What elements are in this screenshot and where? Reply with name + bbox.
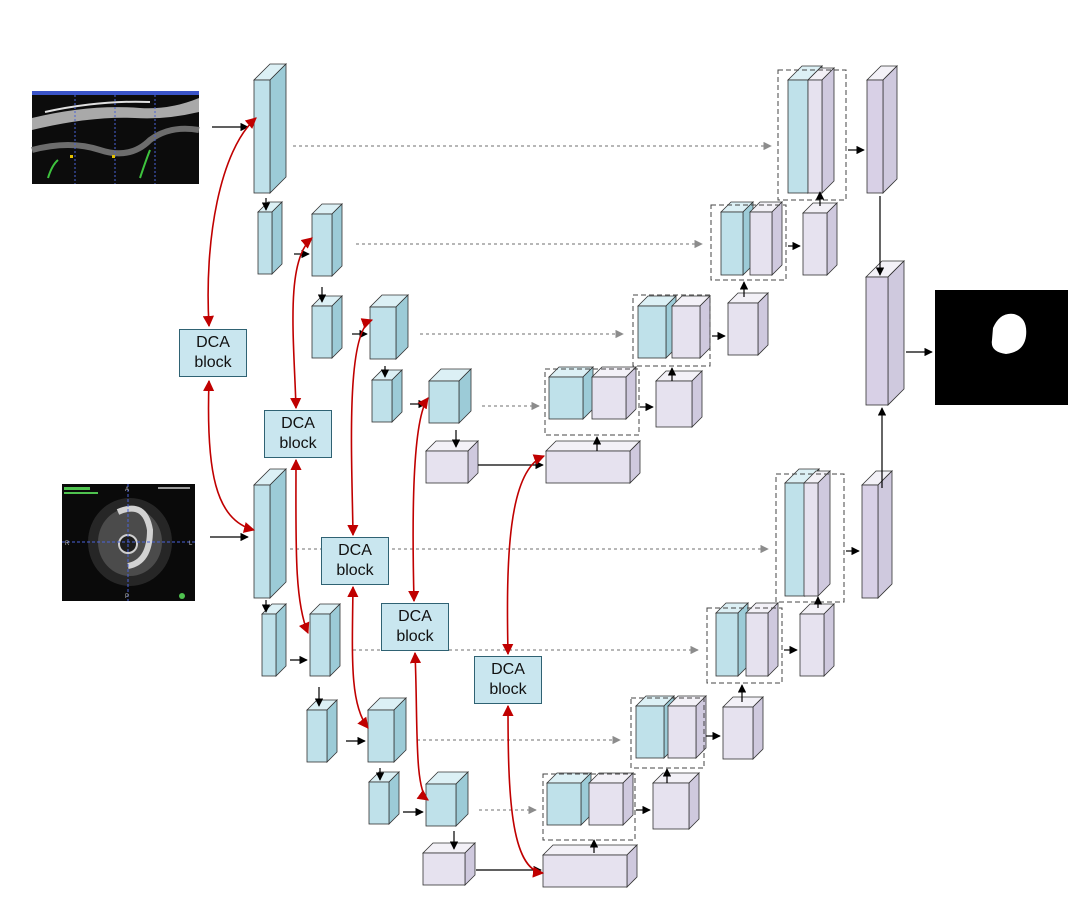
feature-block-dec2-l4-skip — [546, 772, 592, 826]
feature-block-dec1-l2-skip — [720, 201, 754, 276]
feature-block-enc2-l3a — [306, 699, 338, 763]
arrow-dca3-top — [347, 318, 374, 537]
feature-block-dec1-l2-up — [749, 201, 783, 276]
dca-block-1: DCA block — [179, 329, 247, 377]
feature-block-enc1-l4b — [428, 368, 472, 424]
feature-block-dec1-l4-up — [591, 366, 637, 420]
feature-block-enc2-l4a — [368, 771, 400, 825]
dca-block-5: DCA block — [474, 656, 542, 704]
dca-block-5-line2: block — [489, 681, 527, 698]
concat-box-dec1-l2 — [710, 204, 787, 281]
feature-block-enc1-l2b — [311, 203, 343, 277]
dca-block-3-line1: DCA — [338, 542, 372, 559]
arrow-dca1-bottom — [203, 379, 256, 533]
dca-block-3-line2: block — [336, 562, 374, 579]
feature-block-enc1-bott — [425, 440, 479, 484]
feature-block-dec1-l3-skip — [637, 295, 677, 359]
concat-box-dec2-l1 — [775, 473, 845, 603]
dca-block-4-line1: DCA — [398, 608, 432, 625]
arrow-dca3-bottom — [347, 585, 369, 729]
feature-block-fused-out — [865, 260, 905, 406]
feature-block-dec1-l1-up — [807, 67, 835, 194]
feature-block-dec2-l4-up — [588, 772, 634, 826]
arrow-dca2-top — [290, 237, 313, 410]
dca-block-3: DCA block — [321, 537, 389, 585]
oct-label-bottom: P — [125, 594, 129, 600]
feature-block-enc2-l2b — [309, 603, 341, 677]
arrow-dca2-bottom — [290, 458, 310, 635]
feature-block-dec1-bott-up — [545, 440, 641, 484]
feature-block-enc2-l4b — [425, 771, 469, 827]
arrow-dca1-top — [202, 117, 257, 328]
concat-box-dec2-l3 — [630, 697, 705, 769]
feature-block-dec1-l4-out — [655, 370, 703, 428]
arrow-dca5-top — [502, 454, 546, 656]
feature-block-enc2-bott — [422, 842, 476, 886]
feature-block-dec2-l4-out — [652, 772, 700, 830]
concat-box-dec1-l3 — [632, 294, 711, 367]
dca-block-2-line1: DCA — [281, 415, 315, 432]
feature-block-enc1-l3a — [311, 295, 343, 359]
segmentation-mask — [935, 290, 1068, 405]
arrow-dca4-top — [408, 397, 429, 603]
dca-block-2-line2: block — [279, 435, 317, 452]
feature-block-dec2-l3-out — [722, 696, 764, 760]
feature-block-dec2-l2-out — [799, 603, 835, 677]
feature-block-dec2-l2-up — [745, 602, 779, 677]
feature-block-dec2-l3-up — [667, 695, 707, 759]
feature-block-dec2-l2-skip — [715, 602, 749, 677]
feature-block-dec1-l3-up — [671, 295, 711, 359]
feature-block-enc1-l1 — [253, 63, 287, 194]
arrow-dca5-bottom — [502, 704, 545, 878]
feature-block-dec2-bott-up — [542, 844, 638, 888]
arrow-dca4-bottom — [409, 651, 429, 801]
oct-label-top: A — [125, 487, 129, 493]
feature-block-dec1-l4-skip — [548, 366, 594, 420]
cross-sectional-oct-image: A R L P — [62, 484, 195, 601]
dca-block-5-line1: DCA — [491, 661, 525, 678]
feature-block-enc2-l2a — [261, 603, 287, 677]
feature-block-enc1-l3b — [369, 294, 409, 360]
feature-block-dec1-l3-out — [727, 292, 769, 356]
feature-block-dec2-l1-out — [861, 470, 893, 599]
longitudinal-oct-image — [31, 91, 200, 184]
feature-block-dec1-l2-out — [802, 202, 838, 276]
feature-block-dec2-l1-up — [803, 470, 831, 597]
dca-block-1-line1: DCA — [196, 334, 230, 351]
feature-block-enc1-l2a — [257, 201, 283, 275]
feature-block-enc1-l4a — [371, 369, 403, 423]
dca-block-1-line2: block — [194, 354, 232, 371]
feature-block-enc2-l3b — [367, 697, 407, 763]
dca-block-2: DCA block — [264, 410, 332, 458]
oct-label-right: L — [189, 541, 193, 547]
dca-block-4: DCA block — [381, 603, 449, 651]
concat-box-dec2-l2 — [706, 607, 783, 684]
concat-box-dec1-l1 — [777, 69, 847, 201]
feature-block-enc2-l1 — [253, 468, 287, 599]
dca-block-4-line2: block — [396, 628, 434, 645]
feature-block-dec1-l1-out — [866, 65, 898, 194]
oct-label-left: R — [65, 541, 70, 547]
